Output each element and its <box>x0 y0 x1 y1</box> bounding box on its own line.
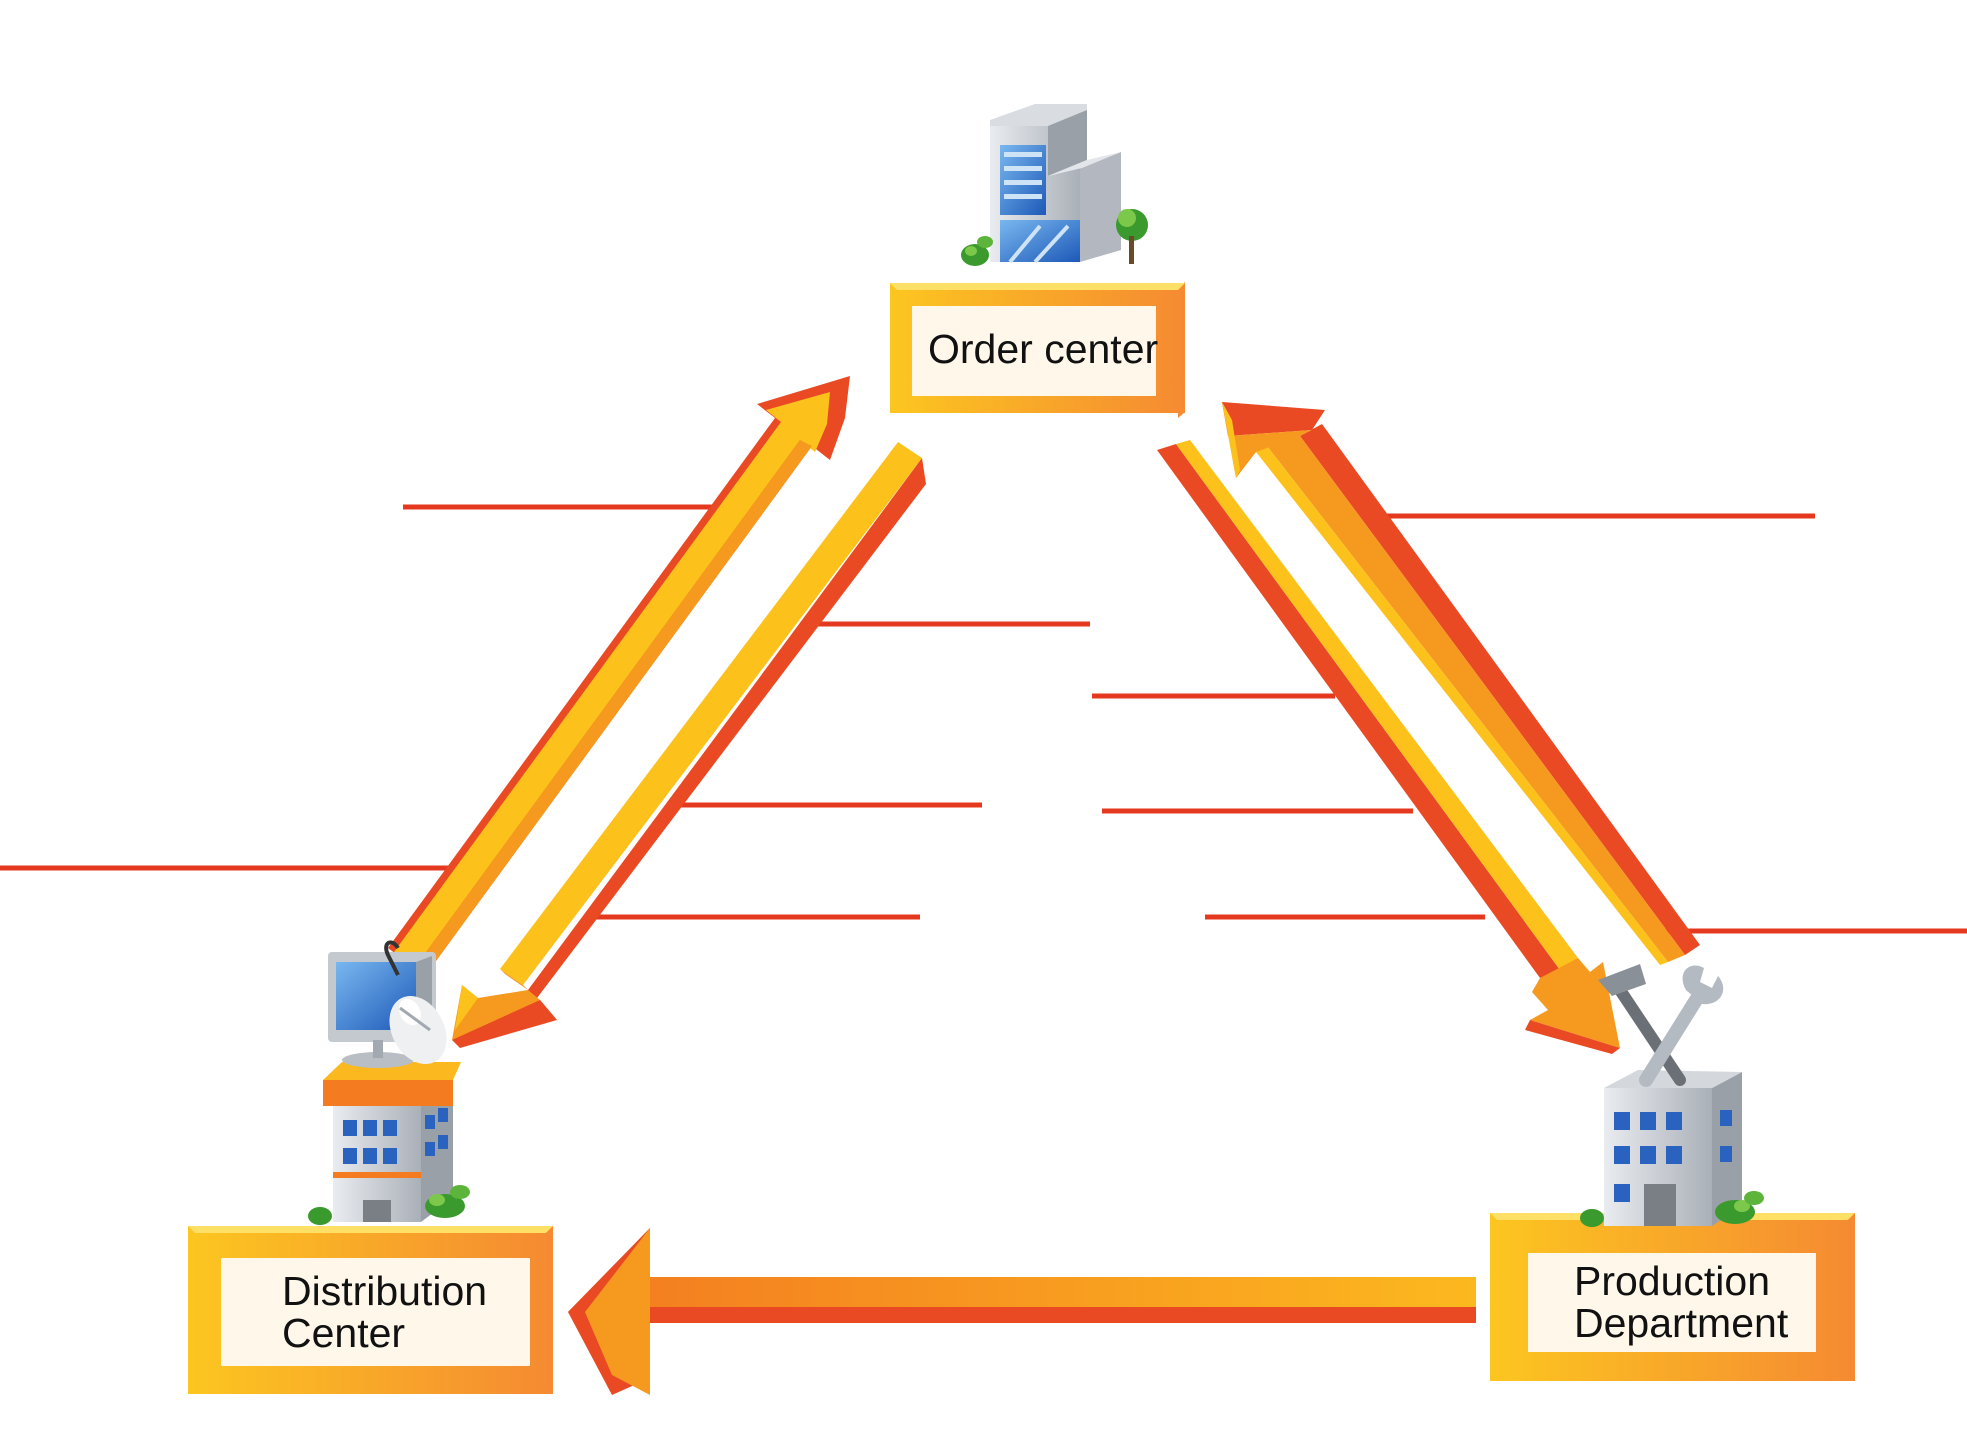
arrow-production-to-distribution <box>568 1228 1476 1395</box>
production-department-label: Production Department <box>1574 1260 1788 1344</box>
order-center-box <box>890 282 1185 418</box>
distribution-center-label: Distribution Center <box>282 1270 487 1354</box>
arrow-order-to-distribution <box>452 442 926 1048</box>
factory-tools-building-icon <box>1580 964 1764 1227</box>
distribution-center-label-line2: Center <box>282 1310 406 1356</box>
order-center-label: Order center <box>928 326 1159 372</box>
annotation-lines <box>0 504 1967 934</box>
distribution-center-label-line1: Distribution <box>282 1268 488 1314</box>
production-department-label-line1: Production <box>1574 1258 1771 1304</box>
arrow-order-to-production <box>1157 440 1620 1054</box>
arrow-production-to-order <box>1222 402 1700 965</box>
arrow-distribution-to-order <box>388 376 850 976</box>
distribution-center-box <box>188 1226 553 1394</box>
production-department-label-line2: Department <box>1574 1300 1789 1346</box>
production-department-box <box>1490 1213 1855 1381</box>
computer-building-icon <box>308 940 470 1225</box>
office-building-icon <box>961 104 1148 266</box>
